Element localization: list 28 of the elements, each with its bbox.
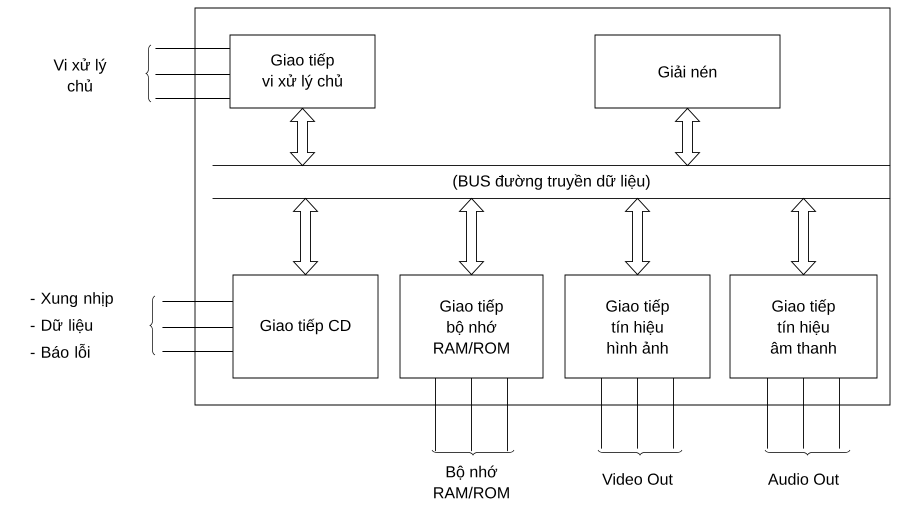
signal-line bbox=[507, 378, 508, 452]
block-box: Giao tiếp tín hiệu âm thanh bbox=[730, 274, 878, 378]
signal-line bbox=[162, 301, 233, 302]
signal-line bbox=[803, 378, 804, 450]
signal-line bbox=[601, 378, 602, 450]
data-bus: (BUS đường truyền dữ liệu) bbox=[212, 165, 891, 199]
signal-line bbox=[637, 378, 638, 450]
signal-line bbox=[155, 74, 230, 75]
signal-line bbox=[155, 48, 230, 49]
signal-line bbox=[162, 327, 233, 328]
signal-label: Vi xử lý chủ bbox=[54, 58, 106, 92]
signal-line bbox=[435, 378, 436, 452]
signal-label: Audio Out bbox=[768, 473, 839, 485]
block-box: Giao tiếp tín hiệu hình ảnh bbox=[564, 274, 710, 378]
signal-line bbox=[767, 378, 768, 450]
signal-line bbox=[673, 378, 674, 450]
signal-line bbox=[471, 378, 472, 452]
signal-line bbox=[162, 351, 233, 352]
block-box: Giải nén bbox=[594, 34, 780, 108]
block-box: Giao tiếp CD bbox=[232, 274, 378, 378]
signal-line bbox=[839, 378, 840, 450]
block-box: Giao tiếp bộ nhớ RAM/ROM bbox=[400, 274, 544, 378]
signal-line bbox=[155, 98, 230, 99]
chip-box bbox=[194, 8, 890, 406]
signal-label: Bộ nhớ RAM/ROM bbox=[434, 466, 509, 498]
block-box: Giao tiếp vi xử lý chủ bbox=[230, 34, 376, 108]
signal-label: Video Out bbox=[602, 473, 673, 485]
signal-label: - Xung nhịp - Dữ liệu - Báo lỗi bbox=[30, 292, 113, 358]
